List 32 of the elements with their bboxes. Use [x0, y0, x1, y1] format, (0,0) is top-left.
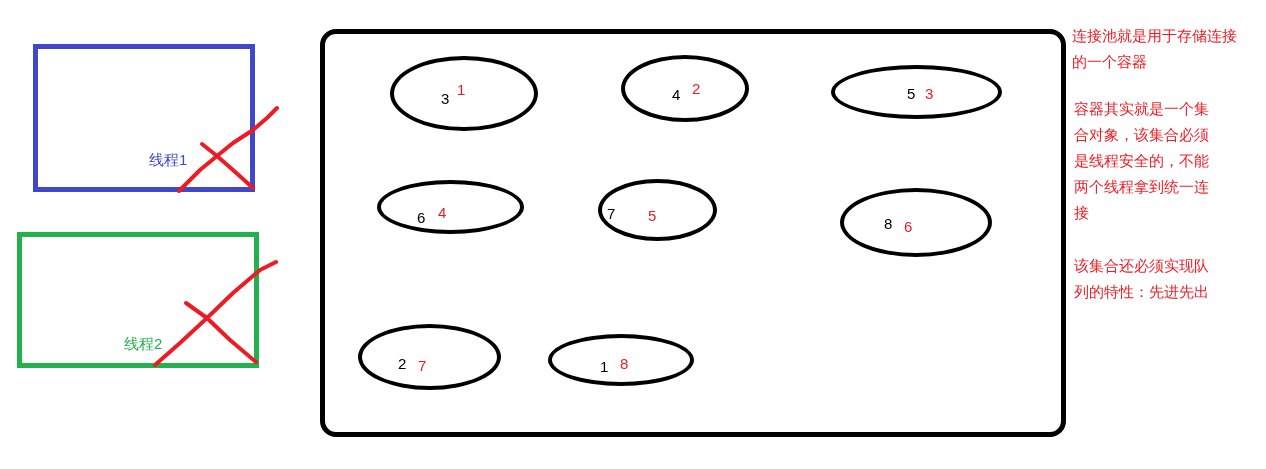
order-number: 3	[925, 85, 934, 101]
connection-number: 4	[672, 86, 681, 102]
order-number: 7	[418, 357, 427, 373]
pool-box	[320, 29, 1066, 437]
order-number: 8	[620, 355, 629, 371]
connection-number: 8	[884, 215, 893, 231]
order-number: 1	[457, 81, 466, 97]
order-number: 5	[648, 207, 657, 223]
connection-ellipse	[840, 188, 992, 257]
order-number: 2	[692, 80, 701, 96]
note-text: 连接池就是用于存储连接的一个容器	[1072, 26, 1238, 72]
connection-number: 6	[417, 209, 426, 225]
connection-number: 1	[600, 358, 609, 374]
thread-label: 线程1	[149, 151, 188, 167]
connection-number: 3	[441, 90, 450, 106]
connection-ellipse	[598, 179, 717, 241]
connection-ellipse	[358, 324, 501, 390]
connection-ellipse	[548, 334, 694, 386]
thread-label: 线程2	[124, 335, 163, 351]
connection-ellipse	[377, 180, 524, 234]
order-number: 6	[904, 218, 913, 234]
thread-box	[17, 232, 259, 368]
connection-number: 5	[907, 85, 916, 101]
note-text: 该集合还必须实现队列的特性：先进先出	[1074, 256, 1210, 302]
connection-ellipse	[390, 56, 538, 131]
thread-box	[33, 44, 255, 192]
note-text: 容器其实就是一个集合对象，该集合必须是线程安全的，不能两个线程拿到统一连接	[1074, 99, 1210, 223]
connection-number: 2	[398, 355, 407, 371]
connection-ellipse	[621, 55, 749, 122]
connection-number: 7	[607, 205, 616, 221]
connection-ellipse	[831, 65, 1002, 119]
order-number: 4	[438, 204, 447, 220]
